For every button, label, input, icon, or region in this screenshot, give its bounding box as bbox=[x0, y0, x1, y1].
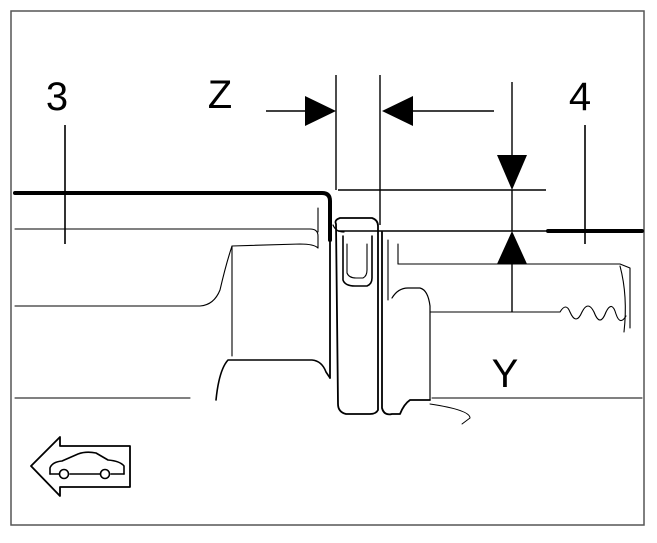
label-3: 3 bbox=[46, 75, 68, 119]
label-z: Z bbox=[208, 73, 232, 117]
component-4 bbox=[332, 224, 644, 425]
arrow-left-car-icon bbox=[30, 436, 131, 497]
dimension-y-arrow-up bbox=[497, 231, 527, 264]
dimension-z bbox=[266, 75, 494, 225]
label-y: Y bbox=[492, 352, 519, 396]
dimension-y-arrow-down bbox=[497, 155, 527, 190]
dimension-y bbox=[338, 82, 546, 312]
label-4: 4 bbox=[569, 75, 591, 119]
component-3 bbox=[13, 191, 332, 401]
diagram-frame bbox=[10, 10, 645, 526]
car-icon bbox=[49, 451, 125, 480]
dimension-z-arrow-right bbox=[305, 96, 336, 126]
dimension-z-arrow-left bbox=[382, 96, 413, 126]
center-seal bbox=[334, 217, 431, 416]
